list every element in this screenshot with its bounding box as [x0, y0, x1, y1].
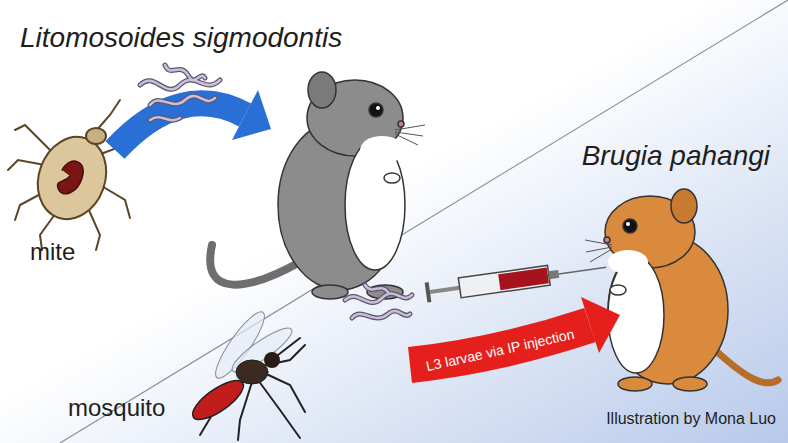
- label-holder: mite: [30, 238, 75, 266]
- caption-text: mosquito: [68, 394, 165, 422]
- label-holder: mosquito: [68, 394, 165, 422]
- label-holder: Illustration by Mona Luo: [606, 410, 776, 428]
- grey-gerbil: [210, 72, 425, 299]
- arrowhead: [581, 297, 620, 353]
- caption-text: Litomosoides sigmodontis: [20, 22, 342, 54]
- caption-text: mite: [30, 238, 75, 266]
- caption-text: Illustration by Mona Luo: [606, 410, 776, 428]
- larvae-worms: [140, 65, 220, 120]
- orange-gerbil: [585, 189, 778, 391]
- label-holder: Litomosoides sigmodontis: [20, 22, 342, 54]
- divider-line: [60, 0, 788, 443]
- arrowhead: [232, 90, 271, 140]
- mosquito-figure: [187, 306, 305, 440]
- mite-figure: [8, 100, 135, 250]
- transmission-arrow: [115, 103, 245, 150]
- label-holder: Brugia pahangi: [582, 140, 770, 172]
- larvae-worms: [345, 285, 412, 318]
- syringe: [425, 257, 608, 302]
- caption-text: Brugia pahangi: [582, 140, 770, 172]
